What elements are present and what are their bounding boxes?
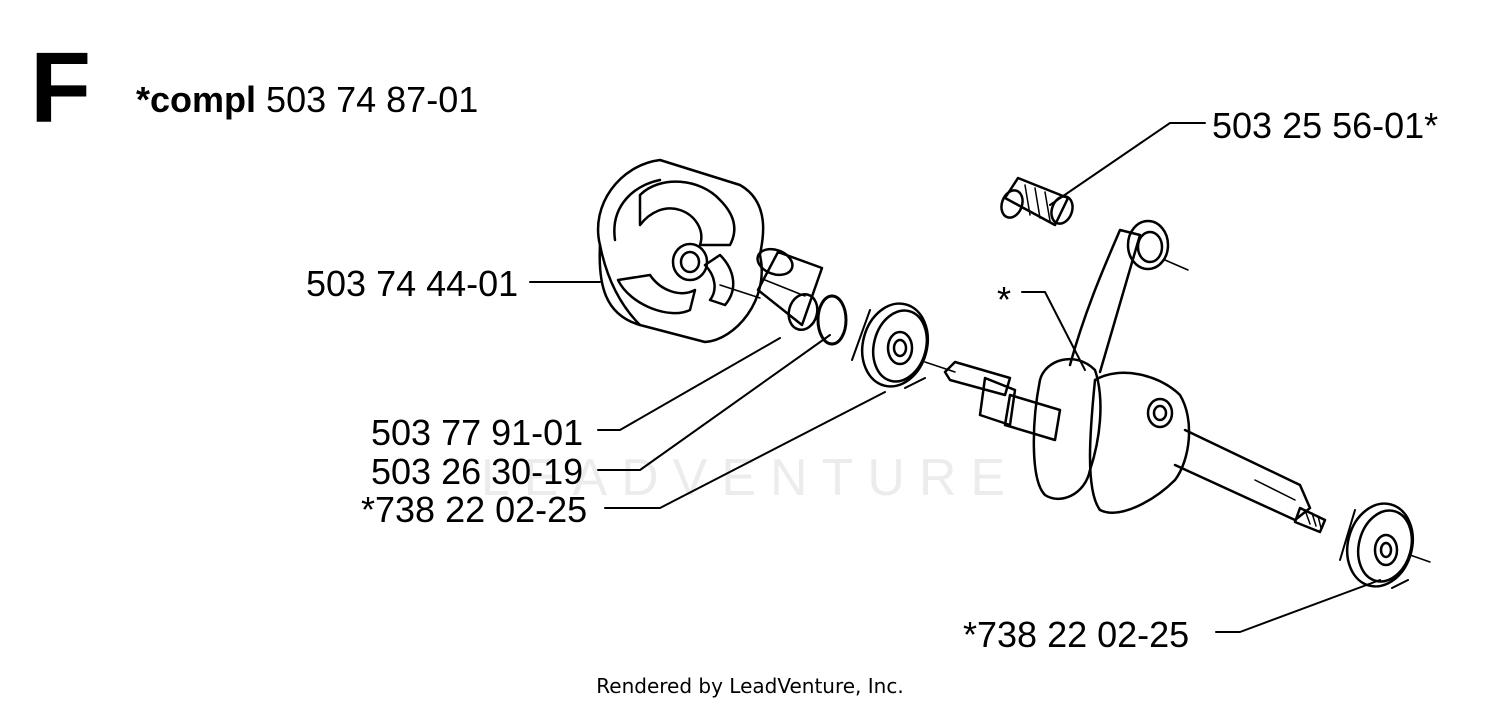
credit-line: Rendered by LeadVenture, Inc. bbox=[596, 674, 904, 698]
leader-bearing-right bbox=[1215, 579, 1381, 633]
leader-bearing-left bbox=[604, 391, 886, 509]
callout-clutch: 503 74 44-01 bbox=[306, 263, 519, 304]
callout-crankshaft: * bbox=[997, 279, 1012, 320]
leader-o-ring bbox=[597, 334, 831, 471]
leader-clutch-drum-sleeve bbox=[597, 337, 781, 431]
section-letter: F bbox=[30, 32, 92, 144]
clutch-assembly bbox=[596, 158, 765, 344]
leader-needle-bearing bbox=[1049, 122, 1206, 206]
bearing-left bbox=[851, 302, 930, 389]
callout-bearing-left: *738 22 02-25 bbox=[361, 489, 588, 530]
leader-crankshaft bbox=[1021, 291, 1086, 371]
bearing-right bbox=[1339, 502, 1415, 589]
needle-bearing bbox=[1000, 176, 1074, 227]
callout-bearing-right: *738 22 02-25 bbox=[963, 614, 1190, 655]
crankshaft bbox=[943, 219, 1327, 534]
clutch-drum-sleeve bbox=[756, 247, 824, 332]
callout-o-ring: 503 26 30-19 bbox=[371, 451, 584, 492]
callout-clutch-drum-sleeve: 503 77 91-01 bbox=[371, 412, 584, 453]
title-part-number: 503 74 87-01 bbox=[266, 79, 479, 120]
assembly-title: *compl 503 74 87-01 bbox=[136, 82, 478, 118]
title-prefix: *compl bbox=[136, 79, 257, 120]
watermark-text: LEADVENTURE bbox=[480, 449, 1020, 507]
callout-needle-bearing: 503 25 56-01* bbox=[1212, 105, 1439, 146]
o-ring bbox=[816, 294, 848, 346]
